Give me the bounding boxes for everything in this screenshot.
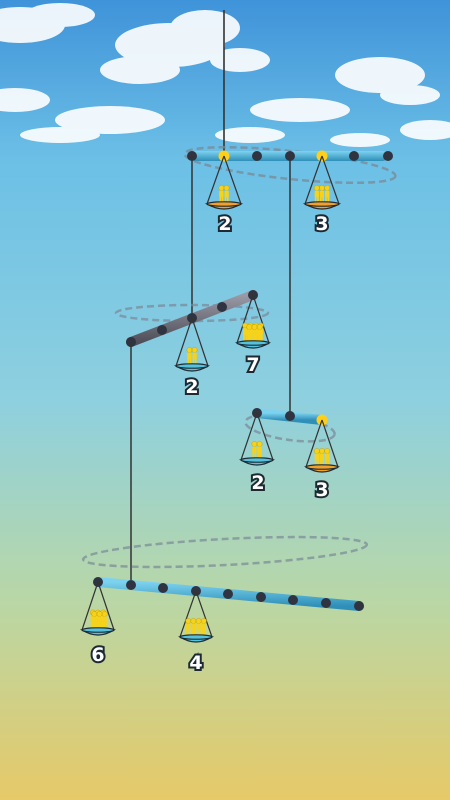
stickman-figure bbox=[218, 185, 225, 203]
pan-bowl bbox=[238, 457, 276, 466]
pan-string bbox=[81, 581, 99, 631]
stickman-figure bbox=[200, 618, 207, 636]
beam-joint bbox=[158, 583, 168, 593]
stickman-figure bbox=[251, 441, 258, 459]
pan-count-label: 6 bbox=[91, 644, 104, 666]
top-beam-group[interactable] bbox=[183, 140, 397, 190]
stickman-figure bbox=[195, 618, 202, 636]
stickman-figure bbox=[190, 618, 197, 636]
pan-string bbox=[223, 155, 242, 205]
small-beam-group[interactable] bbox=[244, 408, 336, 446]
pan-string bbox=[240, 412, 258, 461]
stickman-figure bbox=[313, 448, 320, 466]
beam-joint bbox=[288, 595, 298, 605]
stickman-figure bbox=[191, 347, 198, 365]
pan-string bbox=[97, 581, 115, 631]
pan-bowl bbox=[234, 340, 272, 349]
stickman-figure bbox=[242, 322, 249, 341]
pan-string bbox=[195, 590, 213, 638]
pan-count-label: 2 bbox=[251, 472, 264, 494]
pan-mid-right[interactable] bbox=[234, 294, 272, 349]
pan-string bbox=[256, 412, 274, 461]
pan-small-right[interactable] bbox=[303, 419, 341, 473]
beam-joint bbox=[349, 151, 359, 161]
pan-count-label: 2 bbox=[185, 376, 198, 398]
beam-joint bbox=[383, 151, 393, 161]
pan-count-label: 3 bbox=[315, 479, 328, 501]
pan-bowl bbox=[173, 363, 211, 372]
pan-bottom-center[interactable] bbox=[177, 590, 215, 643]
pan-bowl bbox=[204, 201, 244, 210]
pan-small-left[interactable] bbox=[238, 412, 276, 466]
pan-string bbox=[305, 419, 323, 468]
pan-bottom-left[interactable] bbox=[79, 581, 117, 636]
pan-bowl bbox=[302, 201, 342, 210]
stickman-figure bbox=[246, 324, 253, 342]
beam-joint bbox=[256, 592, 266, 602]
rotation-path bbox=[81, 535, 369, 569]
stickman-figure bbox=[256, 324, 263, 342]
pan-string bbox=[252, 294, 270, 344]
pan-count-label: 7 bbox=[246, 354, 259, 376]
beam-joint bbox=[321, 598, 331, 608]
bottom-beam-group[interactable] bbox=[81, 532, 369, 611]
beam-joint bbox=[285, 411, 295, 421]
beam-joint bbox=[217, 302, 227, 312]
pan-string bbox=[175, 317, 193, 367]
pan-count-label: 4 bbox=[189, 652, 202, 674]
pan-string bbox=[321, 419, 339, 468]
stickman-figure bbox=[256, 441, 263, 459]
pan-top-left[interactable] bbox=[204, 155, 244, 210]
stickman-figure bbox=[313, 185, 320, 203]
pan-string bbox=[304, 155, 323, 205]
beam-joint bbox=[157, 325, 167, 335]
stickman-figure bbox=[223, 185, 230, 203]
pan-string bbox=[236, 294, 254, 344]
stickman-figure bbox=[324, 448, 331, 466]
pan-string bbox=[206, 155, 225, 205]
stickman-figure bbox=[96, 611, 103, 629]
pan-mid-left[interactable] bbox=[173, 317, 211, 372]
pan-bowl bbox=[79, 627, 117, 636]
pan-bowl bbox=[303, 464, 341, 473]
pan-count-label: 3 bbox=[315, 213, 328, 235]
pan-top-right[interactable] bbox=[302, 155, 342, 210]
stickman-figure bbox=[101, 611, 108, 629]
stickman-figure bbox=[319, 448, 325, 466]
beam-joint bbox=[252, 151, 262, 161]
beam-joint bbox=[223, 589, 233, 599]
pans-layer: 2 3 2 7 2 3 6 4 bbox=[79, 155, 342, 676]
pan-count-label: 2 bbox=[218, 213, 231, 235]
pan-string bbox=[321, 155, 340, 205]
pan-string bbox=[191, 317, 209, 367]
clouds bbox=[0, 3, 450, 147]
beam-joint bbox=[126, 580, 136, 590]
beam-joint bbox=[354, 601, 364, 611]
stickman-figure bbox=[324, 185, 331, 203]
pan-string bbox=[179, 590, 197, 638]
pan-bowl bbox=[177, 634, 215, 643]
